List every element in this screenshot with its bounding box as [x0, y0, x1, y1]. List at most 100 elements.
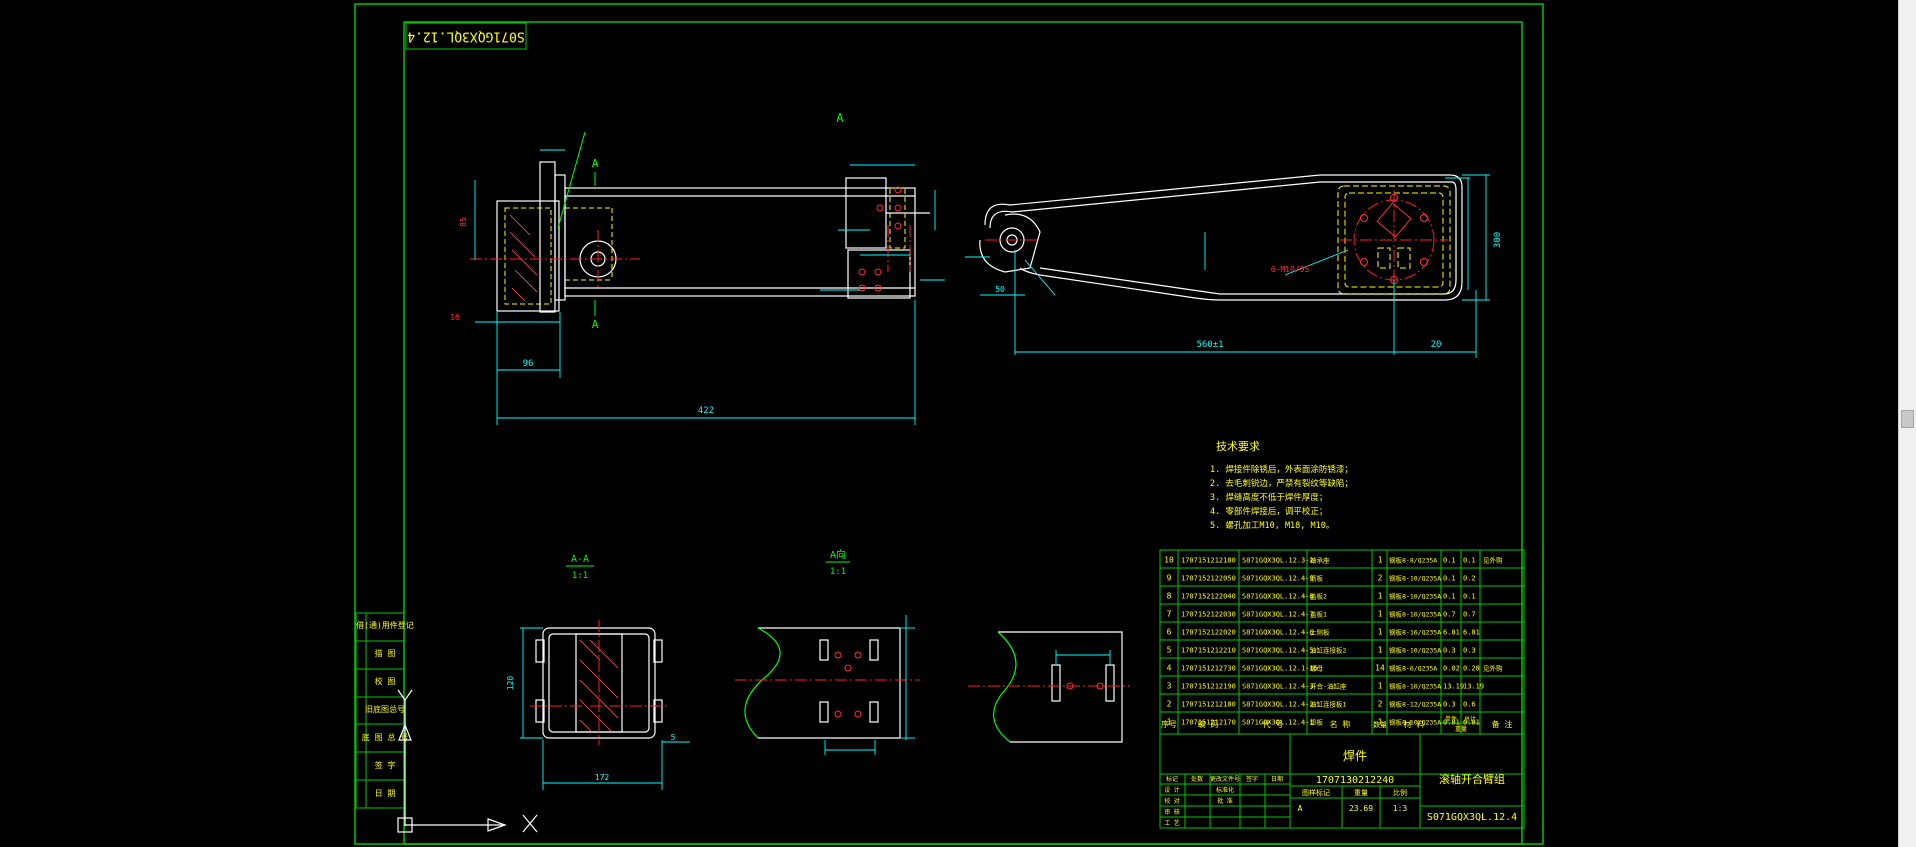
stamp-label-1: 描 图	[375, 648, 396, 658]
bom-h-num: 编 码	[1198, 719, 1219, 729]
tb-row-2: 审 核	[1164, 808, 1180, 816]
section-mark-bottom: A	[592, 318, 599, 331]
view-a-title: A向	[830, 548, 846, 561]
section-aa-centerlines	[530, 620, 668, 745]
bom-cell-code: S071GQX3QL.12.4-1	[1242, 719, 1314, 727]
vertical-scrollbar[interactable]	[1898, 0, 1916, 847]
tb-rev-h1: 处数	[1191, 775, 1203, 783]
bom-cell-name: 油缸连接板1	[1310, 700, 1347, 709]
tb-rev-h0: 标记	[1166, 775, 1178, 783]
section-aa-dim-h: 120	[506, 676, 515, 691]
detail-dims	[1055, 650, 1111, 665]
view-label-a: A	[836, 111, 844, 125]
tech-title: 技术要求	[1216, 440, 1260, 453]
title-block-grid	[1159, 733, 1525, 829]
bom-cell-w2: 0.7	[1463, 611, 1476, 619]
technical-requirements: 技术要求 1. 焊接件除锈后，外表面涂防锈漆； 2. 去毛刺锐边，严禁有裂纹等缺…	[1210, 440, 1353, 531]
bom-cell-code: S071GQX3QL.12.4-7	[1242, 611, 1314, 619]
stamp-label-6: 日 期	[375, 789, 396, 798]
part-code: 1707130212240	[1316, 775, 1394, 786]
bom-cell-qty: 1	[1378, 610, 1383, 619]
dim-20: 20	[1431, 340, 1442, 350]
bom-cell-w1: 0.3	[1443, 647, 1456, 655]
bom-cell-w1: 0.7	[1443, 611, 1456, 619]
bom-cell-mat: 钢板8-10/Q235A	[1389, 574, 1441, 583]
scrollbar-thumb[interactable]	[1901, 410, 1914, 428]
drawing-no: S071GQX3QL.12.4	[1427, 812, 1517, 823]
bom-cell-num: 1707152122020	[1181, 629, 1236, 637]
bom-cell-name: 轴承座	[1310, 556, 1330, 565]
bom-cell-name: 上侧板	[1310, 628, 1330, 637]
left-arm-hidden-lines	[504, 187, 906, 305]
tb-rev-h3: 签字	[1246, 775, 1258, 783]
bom-cell-num: 1707152122050	[1181, 575, 1236, 583]
bom-cell-qty: 1	[1378, 556, 1383, 565]
tech-note-4: 4. 零部件焊接后，调平校正；	[1210, 506, 1327, 517]
view-a-holes	[834, 651, 862, 718]
bom-cell-mat: 钢板8-6/Q235A	[1389, 664, 1437, 673]
detail-break-line	[993, 631, 1017, 743]
bom-h-note: 备 注	[1492, 719, 1513, 729]
left-arm-view	[496, 161, 930, 313]
section-aa-hatch	[579, 639, 619, 733]
stamp-label-0: 借(通)用件登记	[356, 620, 414, 630]
bom-cell-no: 6	[1167, 628, 1172, 637]
bom-cell-num: 1707151212190	[1181, 683, 1236, 691]
bom-cell-w2: 0.1	[1463, 593, 1476, 601]
bom-cell-num: 1707152122030	[1181, 611, 1236, 619]
bom-cell-no: 4	[1167, 664, 1172, 673]
bom-cell-num: 1707151212180	[1181, 557, 1236, 565]
dim-300: 300	[1493, 232, 1503, 248]
dim-85: 85	[459, 217, 468, 227]
section-aa-scale: 1:1	[572, 571, 588, 581]
bom-h-name: 名 称	[1330, 719, 1351, 729]
bom-cell-name: 盖板1	[1310, 610, 1327, 619]
bom-cell-qty: 1	[1378, 718, 1383, 727]
tb-info-h2: 比例	[1393, 788, 1407, 797]
tb-row-0: 设 计	[1164, 786, 1180, 794]
view-a-scale: 1:1	[830, 567, 846, 577]
bom-cell-w2: 0.28	[1463, 665, 1480, 673]
bom-cell-name: 螺母	[1310, 664, 1324, 673]
right-dims	[965, 174, 1490, 358]
tb-rev-h2: 更改文件号	[1210, 775, 1240, 783]
bom-cell-name: 开合-油缸座	[1310, 682, 1347, 691]
tb-info-h1: 重量	[1354, 789, 1368, 797]
bom-h-no: 序号	[1161, 719, 1177, 729]
tb-rev-h4: 日期	[1271, 775, 1283, 783]
bom-h-code: 代 号	[1263, 719, 1284, 729]
bom-cell-w1: 0.81	[1443, 719, 1460, 727]
left-arm-centerlines	[470, 225, 911, 290]
dim-96: 96	[523, 359, 534, 369]
bom-cell-qty: 1	[1378, 628, 1383, 637]
dim-16: 16	[450, 313, 460, 322]
stamp-label-4: 底 图 总 号	[362, 732, 408, 742]
stamp-label-5: 签 字	[375, 760, 396, 770]
stamp-label-3: 旧底图总号	[365, 704, 405, 714]
bom-cell-w1: 6.81	[1443, 629, 1460, 637]
bom-cell-num: 1707151212210	[1181, 647, 1236, 655]
section-aa-title: A-A	[571, 554, 589, 565]
bom-cell-no: 1	[1167, 718, 1172, 727]
tech-note-2: 2. 去毛刺锐边，严禁有裂纹等缺陷；	[1210, 478, 1353, 489]
bom-cell-name: 油缸连接板2	[1310, 646, 1347, 655]
hole-callout: 6-M10/05	[1271, 265, 1310, 274]
bom-cell-code: S071GQX3QL.12.4-3	[1242, 683, 1314, 691]
side-stamp-labels: 借(通)用件登记 描 图 校 图 旧底图总号 底 图 总 号 签 字 日 期	[356, 620, 414, 798]
bom-h-w1: 单件	[1445, 715, 1457, 723]
section-aa-dim-w: 172	[595, 773, 610, 782]
bom-cell-qty: 2	[1378, 700, 1383, 709]
bom-cell-w1: 0.1	[1443, 557, 1456, 565]
tb-weight: 23.69	[1349, 804, 1373, 813]
detail-holes	[1066, 682, 1104, 690]
bom-cell-mat: 钢板8-10/Q235A	[1389, 610, 1441, 619]
bom-cell-name: 盖板2	[1310, 592, 1327, 601]
bom-cell-w2: 6.81	[1463, 629, 1480, 637]
tech-note-3: 3. 焊缝高度不低于焊件厚度；	[1210, 492, 1327, 503]
bom-cell-w2: 13.19	[1463, 683, 1484, 691]
bom-cell-w2: 0.3	[1463, 647, 1476, 655]
view-a-label: A向 1:1	[826, 548, 850, 577]
part-name: 滚轴开合臂组	[1439, 772, 1505, 786]
